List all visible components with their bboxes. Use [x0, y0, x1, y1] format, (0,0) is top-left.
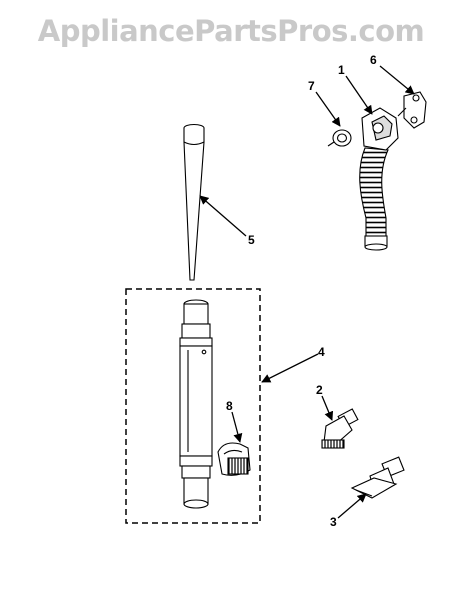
callout-5: 5	[248, 233, 255, 247]
leader-6	[379, 65, 415, 95]
leader-1	[345, 75, 373, 115]
callout-2: 2	[316, 383, 323, 397]
callout-6: 6	[370, 53, 377, 67]
hose-clip	[397, 91, 427, 129]
wand-clip	[217, 442, 251, 476]
ring	[327, 129, 352, 147]
leader-8	[231, 411, 243, 443]
leader-5	[199, 195, 247, 237]
leader-7	[315, 91, 341, 127]
hose-assembly	[359, 107, 399, 251]
leader-2	[321, 395, 334, 421]
leader-3	[337, 493, 367, 519]
callout-3: 3	[330, 515, 337, 529]
extension-wand	[179, 299, 213, 509]
callout-1: 1	[338, 63, 345, 77]
watermark: AppliancePartsPros.com	[37, 14, 425, 48]
dusting-brush	[321, 408, 359, 449]
callout-7: 7	[308, 79, 315, 93]
leader-4	[261, 353, 319, 383]
callout-4: 4	[318, 345, 325, 359]
callout-8: 8	[226, 399, 233, 413]
wand-kit-box	[125, 288, 261, 524]
crevice-tool	[183, 123, 205, 281]
upholstery-tool	[350, 456, 405, 499]
